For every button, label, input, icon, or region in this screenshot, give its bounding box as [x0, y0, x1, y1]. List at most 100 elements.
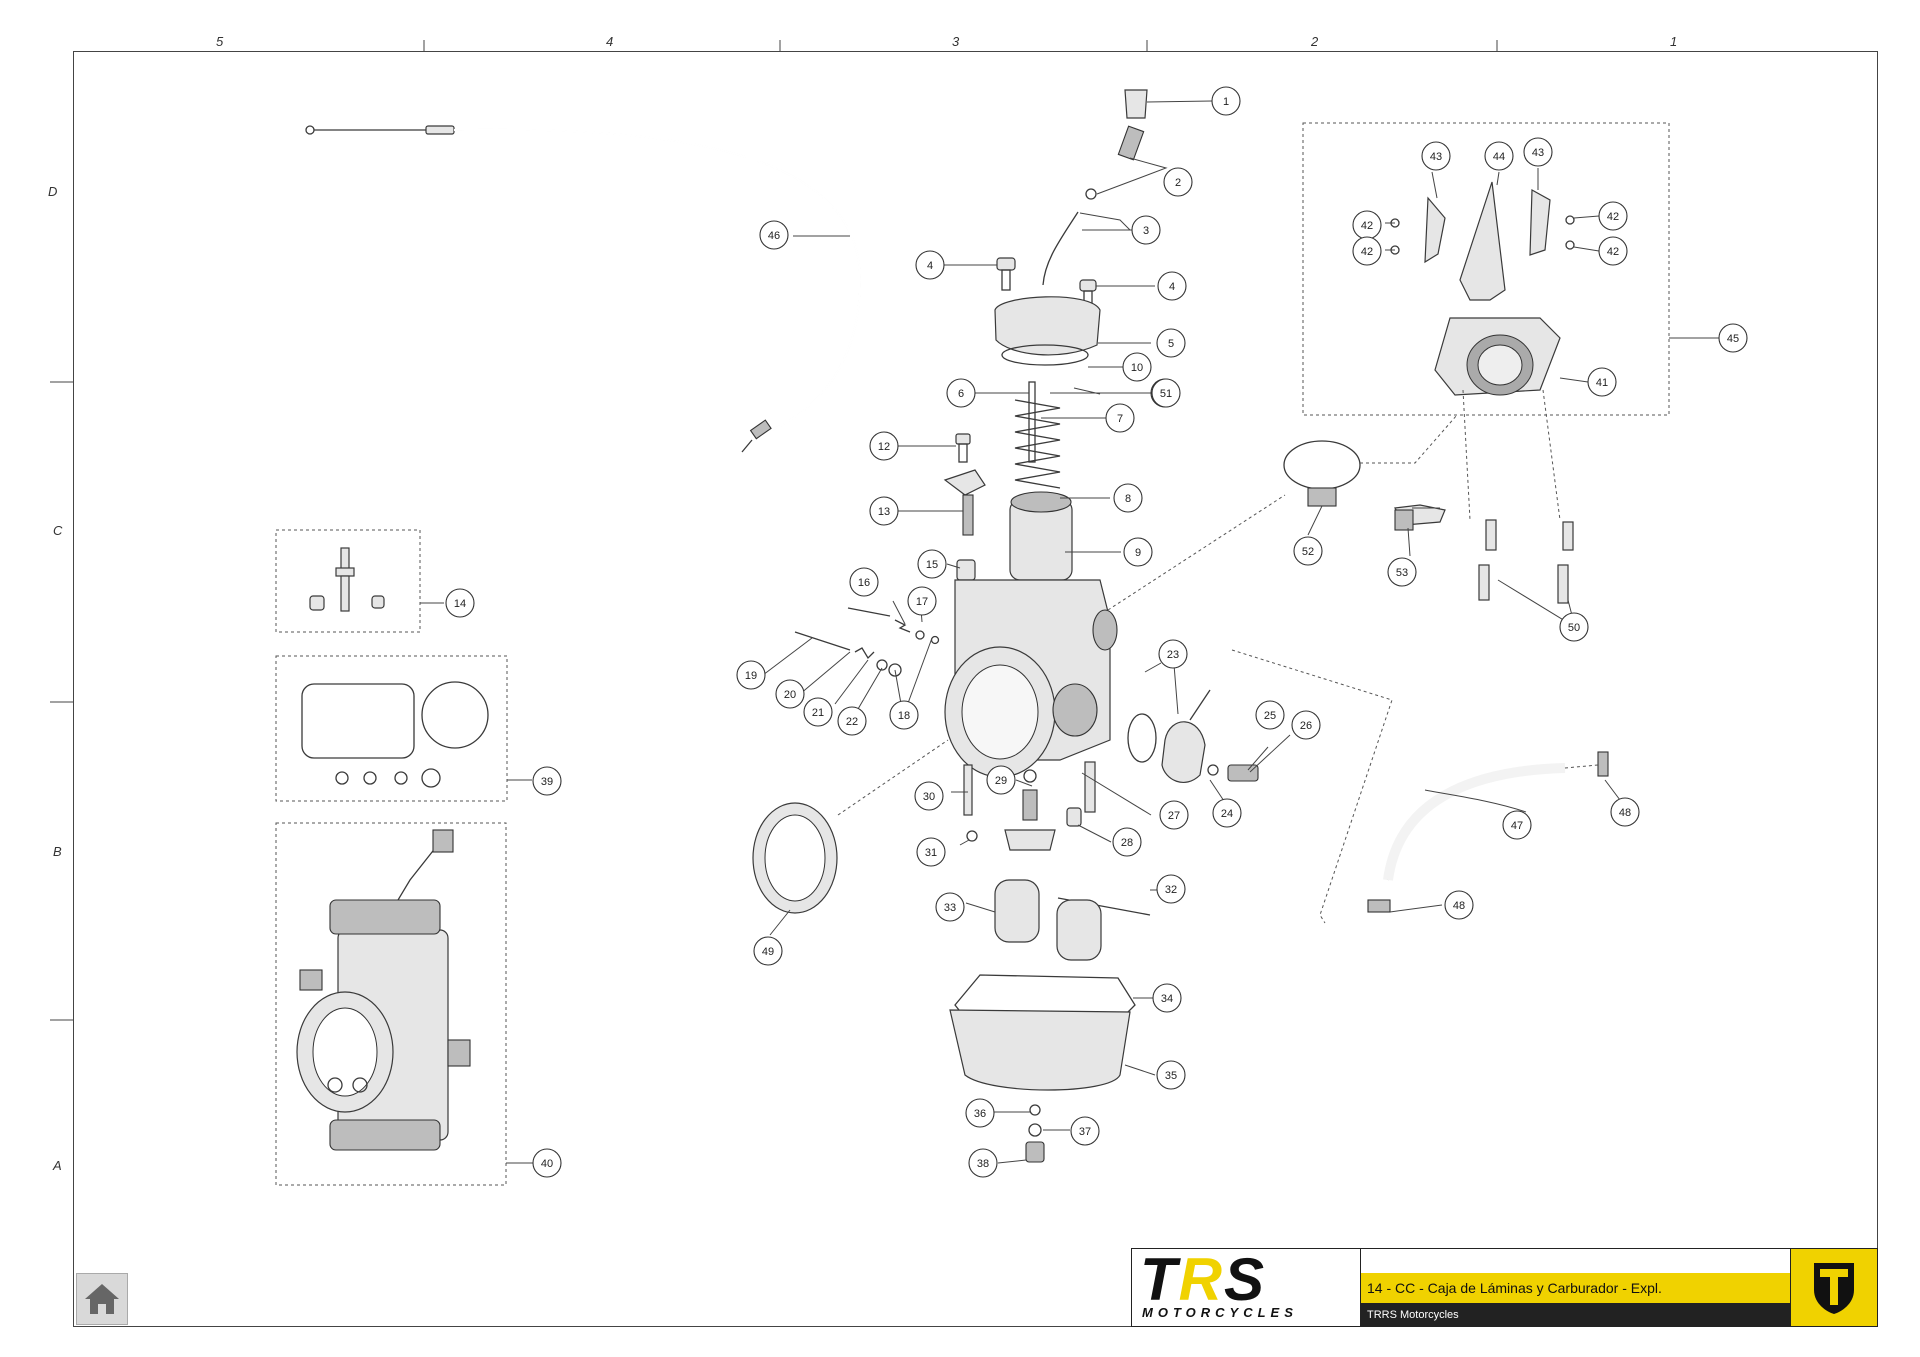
callout-1[interactable]: 1	[1211, 86, 1241, 116]
callout-42[interactable]: 42	[1598, 236, 1628, 266]
callout-19[interactable]: 19	[736, 660, 766, 690]
callout-30[interactable]: 30	[914, 781, 944, 811]
callout-37[interactable]: 37	[1070, 1116, 1100, 1146]
throttle-cable	[305, 125, 862, 453]
callout-label: 14	[454, 598, 466, 610]
company-bar: TRRS Motorcycles	[1361, 1303, 1790, 1326]
callout-34[interactable]: 34	[1152, 983, 1182, 1013]
callout-40[interactable]: 40	[532, 1148, 562, 1178]
callout-4[interactable]: 4	[915, 250, 945, 280]
callout-label: 3	[1143, 225, 1149, 237]
callout-36[interactable]: 36	[965, 1098, 995, 1128]
jet-kit-box	[275, 529, 421, 633]
column-label-1: 1	[1670, 34, 1678, 49]
callout-2[interactable]: 2	[1163, 167, 1193, 197]
callout-23[interactable]: 23	[1158, 639, 1188, 669]
callout-25[interactable]: 25	[1255, 700, 1285, 730]
row-label-d: D	[48, 184, 58, 199]
title-block: TRS MOTORCYCLES 14 - CC - Caja de Lámina…	[1131, 1248, 1878, 1327]
row-label-c: C	[53, 523, 63, 538]
callout-17[interactable]: 17	[907, 586, 937, 616]
callout-13[interactable]: 13	[869, 496, 899, 526]
callout-7[interactable]: 7	[1105, 403, 1135, 433]
vent-hose-group	[1231, 649, 1609, 924]
callout-label: 42	[1361, 220, 1373, 232]
callout-48[interactable]: 48	[1444, 890, 1474, 920]
callout-42[interactable]: 42	[1352, 210, 1382, 240]
home-button[interactable]	[76, 1273, 128, 1325]
callout-47[interactable]: 47	[1502, 810, 1532, 840]
callout-label: 46	[768, 230, 780, 242]
callout-49[interactable]: 49	[753, 936, 783, 966]
document-title: 14 - CC - Caja de Láminas y Carburador -…	[1367, 1280, 1662, 1296]
callout-label: 6	[958, 388, 964, 400]
logo-wordmark: TRS	[1140, 1249, 1266, 1314]
callout-29[interactable]: 29	[986, 765, 1016, 795]
callout-24[interactable]: 24	[1212, 798, 1242, 828]
callout-label: 51	[1160, 388, 1172, 400]
callout-label: 19	[745, 670, 757, 682]
callout-label: 15	[926, 559, 938, 571]
callout-20[interactable]: 20	[775, 679, 805, 709]
callout-46[interactable]: 46	[759, 220, 789, 250]
callout-15[interactable]: 15	[917, 549, 947, 579]
callout-52[interactable]: 52	[1293, 536, 1323, 566]
callout-5[interactable]: 5	[1156, 328, 1186, 358]
callout-26[interactable]: 26	[1291, 710, 1321, 740]
callout-50[interactable]: 50	[1559, 612, 1589, 642]
callout-35[interactable]: 35	[1156, 1060, 1186, 1090]
trrs-logo: TRS MOTORCYCLES	[1132, 1249, 1361, 1326]
callout-39[interactable]: 39	[532, 766, 562, 796]
callout-4[interactable]: 4	[1157, 271, 1187, 301]
callout-label: 13	[878, 506, 890, 518]
brand-badge	[1790, 1249, 1877, 1326]
carburetor-exploded-stack	[752, 89, 1259, 1163]
callout-label: 36	[974, 1108, 986, 1120]
callout-27[interactable]: 27	[1159, 800, 1189, 830]
callout-label: 30	[923, 791, 935, 803]
callout-43[interactable]: 43	[1421, 141, 1451, 171]
callout-48[interactable]: 48	[1610, 797, 1640, 827]
callout-label: 25	[1264, 710, 1276, 722]
callout-label: 17	[916, 596, 928, 608]
callout-9[interactable]: 9	[1123, 537, 1153, 567]
callout-53[interactable]: 53	[1387, 557, 1417, 587]
callout-layer: 1234456789101112131415161718192021222324…	[445, 86, 1748, 1178]
callout-31[interactable]: 31	[916, 837, 946, 867]
callout-14[interactable]: 14	[445, 588, 475, 618]
callout-label: 4	[1169, 281, 1175, 293]
callout-42[interactable]: 42	[1352, 236, 1382, 266]
callout-3[interactable]: 3	[1131, 215, 1161, 245]
callout-43[interactable]: 43	[1523, 137, 1553, 167]
grid-ticks	[50, 40, 1498, 1021]
callout-33[interactable]: 33	[935, 892, 965, 922]
row-label-b: B	[53, 844, 62, 859]
callout-label: 49	[762, 946, 774, 958]
callout-label: 34	[1161, 993, 1173, 1005]
callout-18[interactable]: 18	[889, 700, 919, 730]
callout-45[interactable]: 45	[1718, 323, 1748, 353]
callout-label: 53	[1396, 567, 1408, 579]
drawing-frame	[73, 51, 1878, 1327]
callout-label: 18	[898, 710, 910, 722]
callout-42[interactable]: 42	[1598, 201, 1628, 231]
callout-21[interactable]: 21	[803, 697, 833, 727]
leader-lines	[420, 100, 1720, 1164]
callout-label: 33	[944, 902, 956, 914]
callout-16[interactable]: 16	[849, 567, 879, 597]
callout-51[interactable]: 51	[1151, 378, 1181, 408]
callout-8[interactable]: 8	[1113, 483, 1143, 513]
callout-38[interactable]: 38	[968, 1148, 998, 1178]
callout-10[interactable]: 10	[1122, 352, 1152, 382]
callout-28[interactable]: 28	[1112, 827, 1142, 857]
callout-32[interactable]: 32	[1156, 874, 1186, 904]
callout-22[interactable]: 22	[837, 706, 867, 736]
callout-label: 42	[1607, 211, 1619, 223]
callout-6[interactable]: 6	[946, 378, 976, 408]
callout-12[interactable]: 12	[869, 431, 899, 461]
callout-label: 28	[1121, 837, 1133, 849]
callout-label: 24	[1221, 808, 1233, 820]
callout-44[interactable]: 44	[1484, 141, 1514, 171]
callout-41[interactable]: 41	[1587, 367, 1617, 397]
